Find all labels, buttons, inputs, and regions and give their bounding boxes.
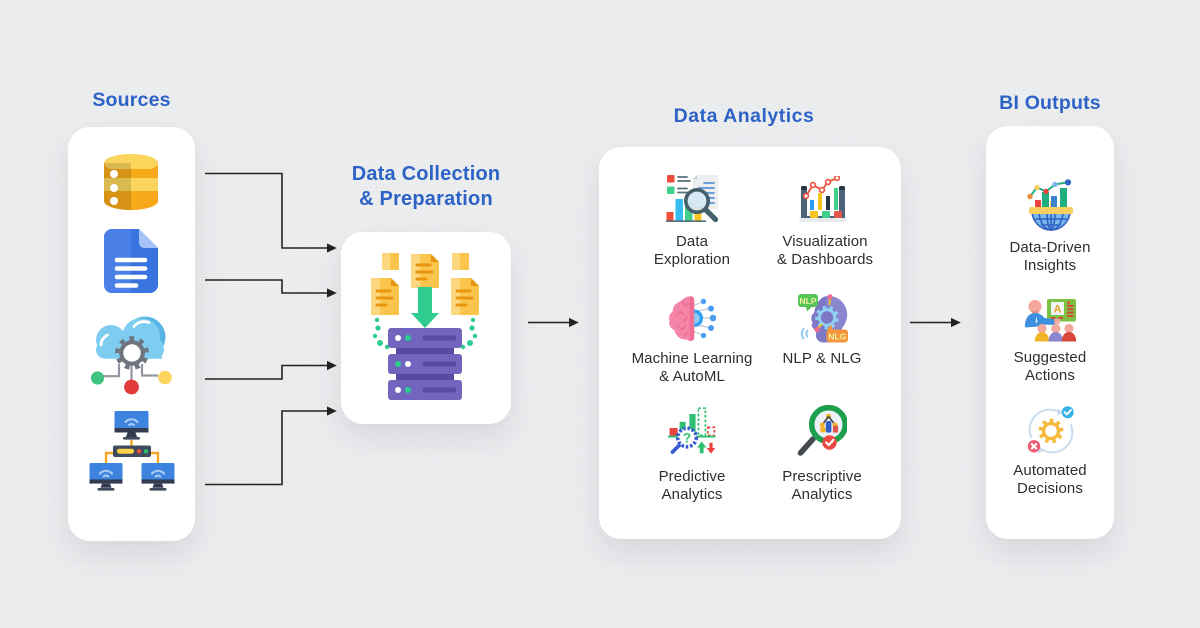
svg-text:NLG: NLG — [828, 331, 846, 341]
svg-text:NLP: NLP — [799, 296, 816, 306]
svg-text:A: A — [1054, 304, 1062, 316]
svg-text:?: ? — [683, 431, 691, 446]
